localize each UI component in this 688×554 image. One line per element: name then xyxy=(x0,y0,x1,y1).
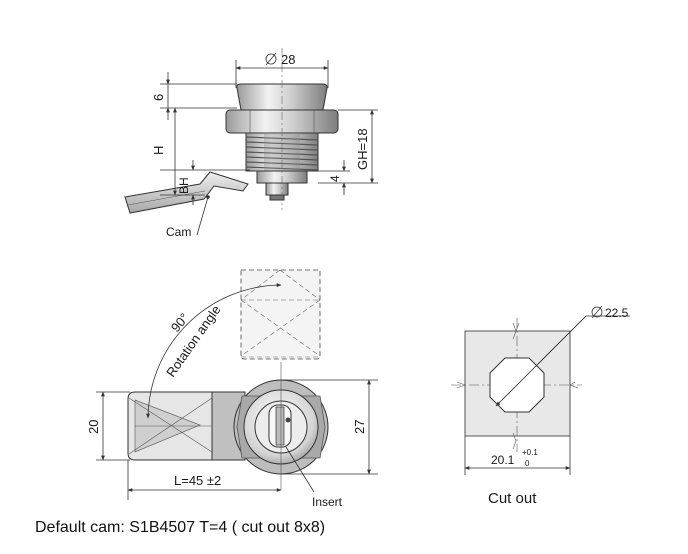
cutout-title: Cut out xyxy=(488,490,537,507)
lock-shaft xyxy=(265,182,289,196)
dim-diameter-22-5: 22.5 xyxy=(605,306,629,320)
dim-gh-18: GH=18 xyxy=(355,128,370,170)
tol-lower: 0 xyxy=(525,459,530,468)
dim-bh: BH xyxy=(177,177,191,194)
default-cam-caption: Default cam: S1B4507 T=4 ( cut out 8x8) xyxy=(35,519,326,536)
cam-part xyxy=(124,171,249,214)
dim-20: 20 xyxy=(86,420,101,434)
dim-6: 6 xyxy=(151,94,166,101)
key-insert xyxy=(268,404,292,448)
dim-diameter-28: 28 xyxy=(281,52,295,67)
dim-h: H xyxy=(151,146,166,155)
dim-length: L=45 ±2 xyxy=(174,473,221,488)
dim-width-20-1: 20.1 xyxy=(491,453,515,467)
diameter-symbol xyxy=(265,53,277,65)
cutout-view: 22.5 20.1 +0.1 0 Cut out xyxy=(451,305,630,507)
tol-upper: +0.1 xyxy=(522,448,538,457)
rotation-angle-label: Rotation angle xyxy=(163,302,223,379)
front-view: 90° Rotation angle 20 27 L=45 ±2 Insert xyxy=(86,269,378,509)
label-insert: Insert xyxy=(312,495,343,509)
dim-4: 4 xyxy=(328,175,342,182)
angle-90: 90° xyxy=(168,310,192,335)
ghost-cam xyxy=(240,269,321,360)
dim-27: 27 xyxy=(352,420,367,434)
side-view: 28 6 H BH GH=18 4 Cam xyxy=(124,48,378,239)
label-cam: Cam xyxy=(166,225,191,239)
